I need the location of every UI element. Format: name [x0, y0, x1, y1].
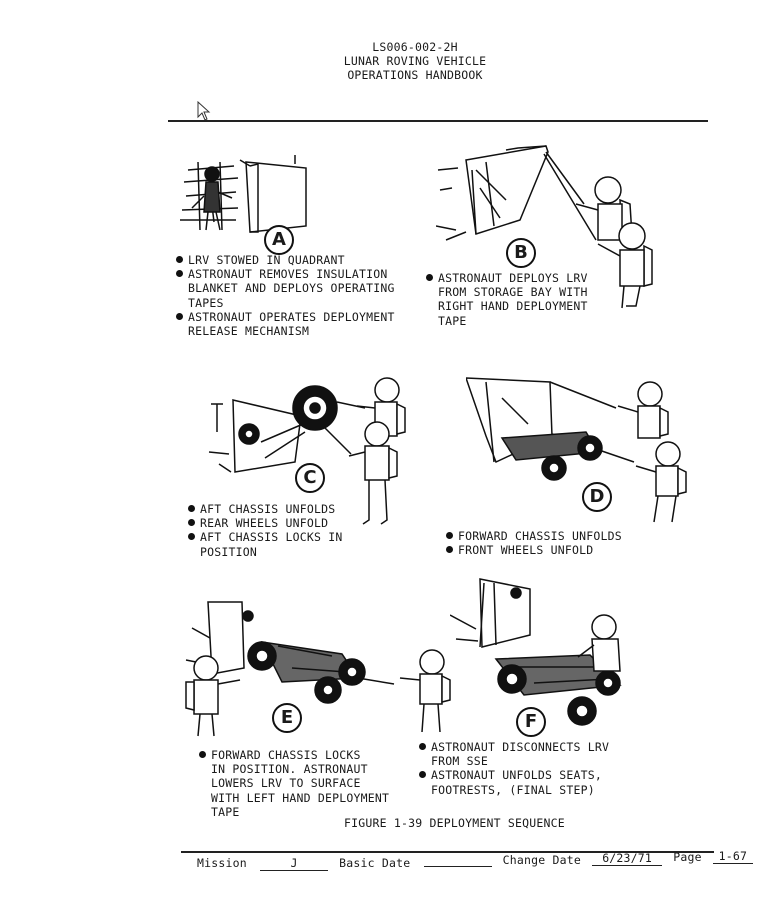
caption-item: ASTRONAUT DEPLOYS LRV — [426, 271, 588, 285]
astronaut-figure — [348, 421, 398, 525]
basic-date-value — [423, 866, 492, 867]
panel-e-captions: FORWARD CHASSIS LOCKS IN POSITION. ASTRO… — [199, 748, 389, 819]
panel-c-illustration — [208, 377, 406, 525]
panel-b-captions: ASTRONAUT DEPLOYS LRV FROM STORAGE BAY W… — [426, 271, 588, 328]
bullet-icon — [419, 771, 426, 779]
document-number: LS006-002-2H — [372, 40, 458, 54]
bullet-icon — [419, 743, 426, 750]
panel-a-label: A — [264, 225, 294, 255]
astronaut-figure — [597, 222, 653, 309]
astronaut-figure — [617, 381, 669, 439]
mission-value: J — [260, 856, 328, 871]
caption-continuation: RIGHT HAND DEPLOYMENT — [438, 299, 588, 314]
bullet-icon — [176, 270, 183, 278]
caption-continuation: FROM STORAGE BAY WITH — [438, 285, 588, 300]
caption-item: ASTRONAUT DISCONNECTS LRV — [419, 740, 609, 754]
document-header: LS006-002-2H LUNAR ROVING VEHICLE OPERAT… — [300, 40, 530, 82]
page-label: Page — [673, 850, 702, 864]
document-title-line-2: OPERATIONS HANDBOOK — [347, 68, 483, 82]
astronaut-figure — [635, 441, 687, 523]
change-date-value: 6/23/71 — [592, 851, 663, 866]
caption-item: FORWARD CHASSIS LOCKS — [199, 748, 389, 762]
caption-item: AFT CHASSIS UNFOLDS — [188, 502, 342, 516]
panel-a-captions: LRV STOWED IN QUADRANT ASTRONAUT REMOVES… — [176, 253, 395, 338]
bullet-icon — [176, 256, 183, 263]
caption-item: FRONT WHEELS UNFOLD — [446, 543, 622, 557]
caption-continuation: POSITION — [200, 544, 257, 559]
bullet-icon — [188, 519, 195, 527]
header-divider — [168, 120, 708, 122]
caption-continuation: BLANKET AND DEPLOYS OPERATING — [188, 281, 395, 296]
astronaut-figure — [577, 614, 621, 672]
caption-item: REAR WHEELS UNFOLD — [188, 516, 342, 530]
bullet-icon — [199, 751, 206, 758]
panel-d-captions: FORWARD CHASSIS UNFOLDS FRONT WHEELS UNF… — [446, 529, 622, 557]
panel-b-illustration — [436, 145, 653, 309]
change-date-label: Change Date — [502, 853, 581, 867]
bullet-icon — [188, 533, 195, 541]
mission-label: Mission — [197, 856, 247, 870]
caption-continuation: TAPE — [211, 804, 240, 819]
panel-f-label: F — [516, 707, 546, 737]
bullet-icon — [188, 505, 195, 512]
figure-caption: FIGURE 1-39 DEPLOYMENT SEQUENCE — [344, 816, 565, 830]
caption-continuation: TAPES — [188, 295, 224, 310]
document-title-line-1: LUNAR ROVING VEHICLE — [343, 54, 487, 68]
caption-continuation: TAPE — [438, 313, 467, 328]
caption-item: ASTRONAUT OPERATES DEPLOYMENT — [176, 310, 395, 324]
caption-item: ASTRONAUT REMOVES INSULATION — [176, 267, 395, 281]
bullet-icon — [446, 532, 453, 539]
bullet-icon — [176, 312, 183, 320]
panel-d-label: D — [582, 482, 612, 512]
panel-c-label: C — [295, 463, 325, 493]
panel-f-illustration — [450, 578, 622, 726]
bullet-icon — [446, 546, 453, 554]
caption-continuation: WITH LEFT HAND DEPLOYMENT — [211, 790, 390, 805]
astronaut-figure — [185, 655, 241, 737]
caption-continuation: LOWERS LRV TO SURFACE — [211, 776, 361, 791]
basic-date-label: Basic Date — [339, 856, 411, 870]
panel-b-label: B — [506, 238, 536, 268]
caption-continuation: FROM SSE — [431, 754, 488, 769]
mouse-cursor-icon — [197, 101, 211, 121]
caption-item: AFT CHASSIS LOCKS IN — [188, 530, 342, 544]
caption-item: LRV STOWED IN QUADRANT — [176, 253, 395, 267]
panel-c-captions: AFT CHASSIS UNFOLDS REAR WHEELS UNFOLD A… — [188, 502, 342, 559]
caption-continuation: IN POSITION. ASTRONAUT — [211, 762, 368, 777]
panel-d-illustration — [466, 377, 687, 523]
page-value: 1-67 — [712, 849, 753, 864]
astronaut-figure — [575, 176, 633, 242]
caption-item: ASTRONAUT UNFOLDS SEATS, — [419, 768, 609, 782]
panel-f-captions: ASTRONAUT DISCONNECTS LRV FROM SSE ASTRO… — [419, 740, 609, 797]
caption-continuation: FOOTRESTS, (FINAL STEP) — [431, 782, 595, 797]
caption-continuation: RELEASE MECHANISM — [188, 324, 310, 339]
footer-divider — [181, 851, 714, 853]
panel-a-illustration — [180, 155, 307, 233]
page-footer: Mission J Basic Date Change Date 6/23/71… — [197, 849, 753, 871]
astronaut-figure — [399, 649, 451, 733]
panel-e-illustration — [185, 601, 395, 737]
panel-e-label: E — [272, 703, 302, 733]
bullet-icon — [426, 274, 433, 281]
caption-item: FORWARD CHASSIS UNFOLDS — [446, 529, 622, 543]
